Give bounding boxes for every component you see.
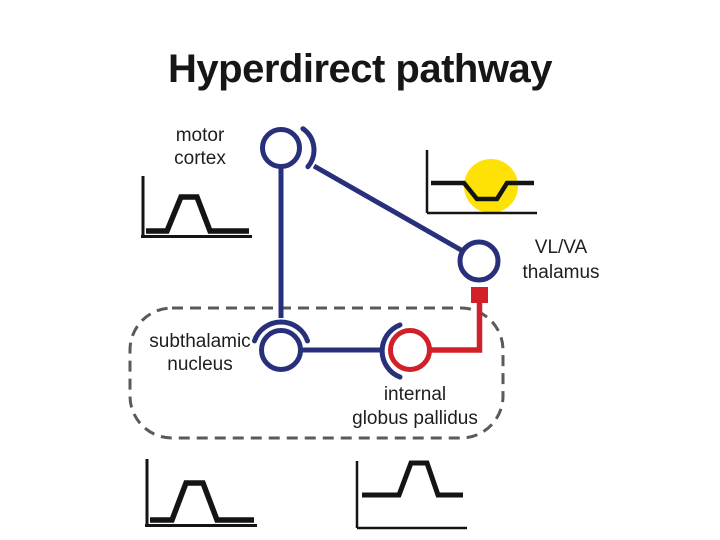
node-subthalamic-nucleus [259, 328, 303, 372]
tonic-burst-trace [362, 460, 463, 498]
label-vl-va-thalamus: VL/VA thalamus [522, 237, 599, 283]
label-thalamus-line1: VL/VA [535, 237, 588, 258]
plot-axes [145, 459, 257, 527]
highlight-circle [464, 159, 518, 213]
axon-gpi-to-thalamus [429, 303, 483, 353]
label-subthalamic-nucleus: subthalamic nucleus [149, 331, 250, 375]
synapse-cup-on-gpi [379, 322, 403, 380]
burst-trace [146, 194, 249, 234]
activity-plot-globus-pallidus [355, 460, 467, 530]
label-motor-cortex-line1: motor [176, 125, 225, 146]
burst-trace [150, 480, 254, 523]
basal-ganglia-dashed-box [128, 306, 505, 440]
plot-axes [355, 461, 467, 530]
axon-thalamus-to-cortex [312, 163, 463, 253]
plot-axes [141, 176, 252, 238]
node-vl-va-thalamus [457, 239, 501, 283]
node-motor-cortex [260, 127, 302, 169]
label-motor-cortex: motor cortex [174, 125, 226, 169]
dip-trace [431, 180, 534, 202]
label-internal-globus-pallidus: internal globus pallidus [352, 384, 478, 429]
label-motor-cortex-line2: cortex [174, 148, 226, 169]
activity-plot-motor-cortex [141, 176, 252, 238]
synapse-cup-on-cortex [300, 126, 317, 170]
label-gpi-line2: globus pallidus [352, 408, 478, 429]
label-gpi-line1: internal [384, 384, 446, 405]
inhibitory-terminal-square [471, 287, 488, 303]
plot-axes [425, 150, 537, 215]
label-stn-line1: subthalamic [149, 331, 250, 352]
label-thalamus-line2: thalamus [522, 262, 599, 283]
page-title: Hyperdirect pathway [168, 47, 553, 91]
node-internal-globus-pallidus [388, 328, 432, 372]
activity-plot-subthalamic-nucleus [145, 459, 257, 527]
label-stn-line2: nucleus [167, 354, 233, 375]
activity-plot-thalamus [425, 150, 537, 215]
synapse-cup-on-stn [252, 319, 310, 344]
